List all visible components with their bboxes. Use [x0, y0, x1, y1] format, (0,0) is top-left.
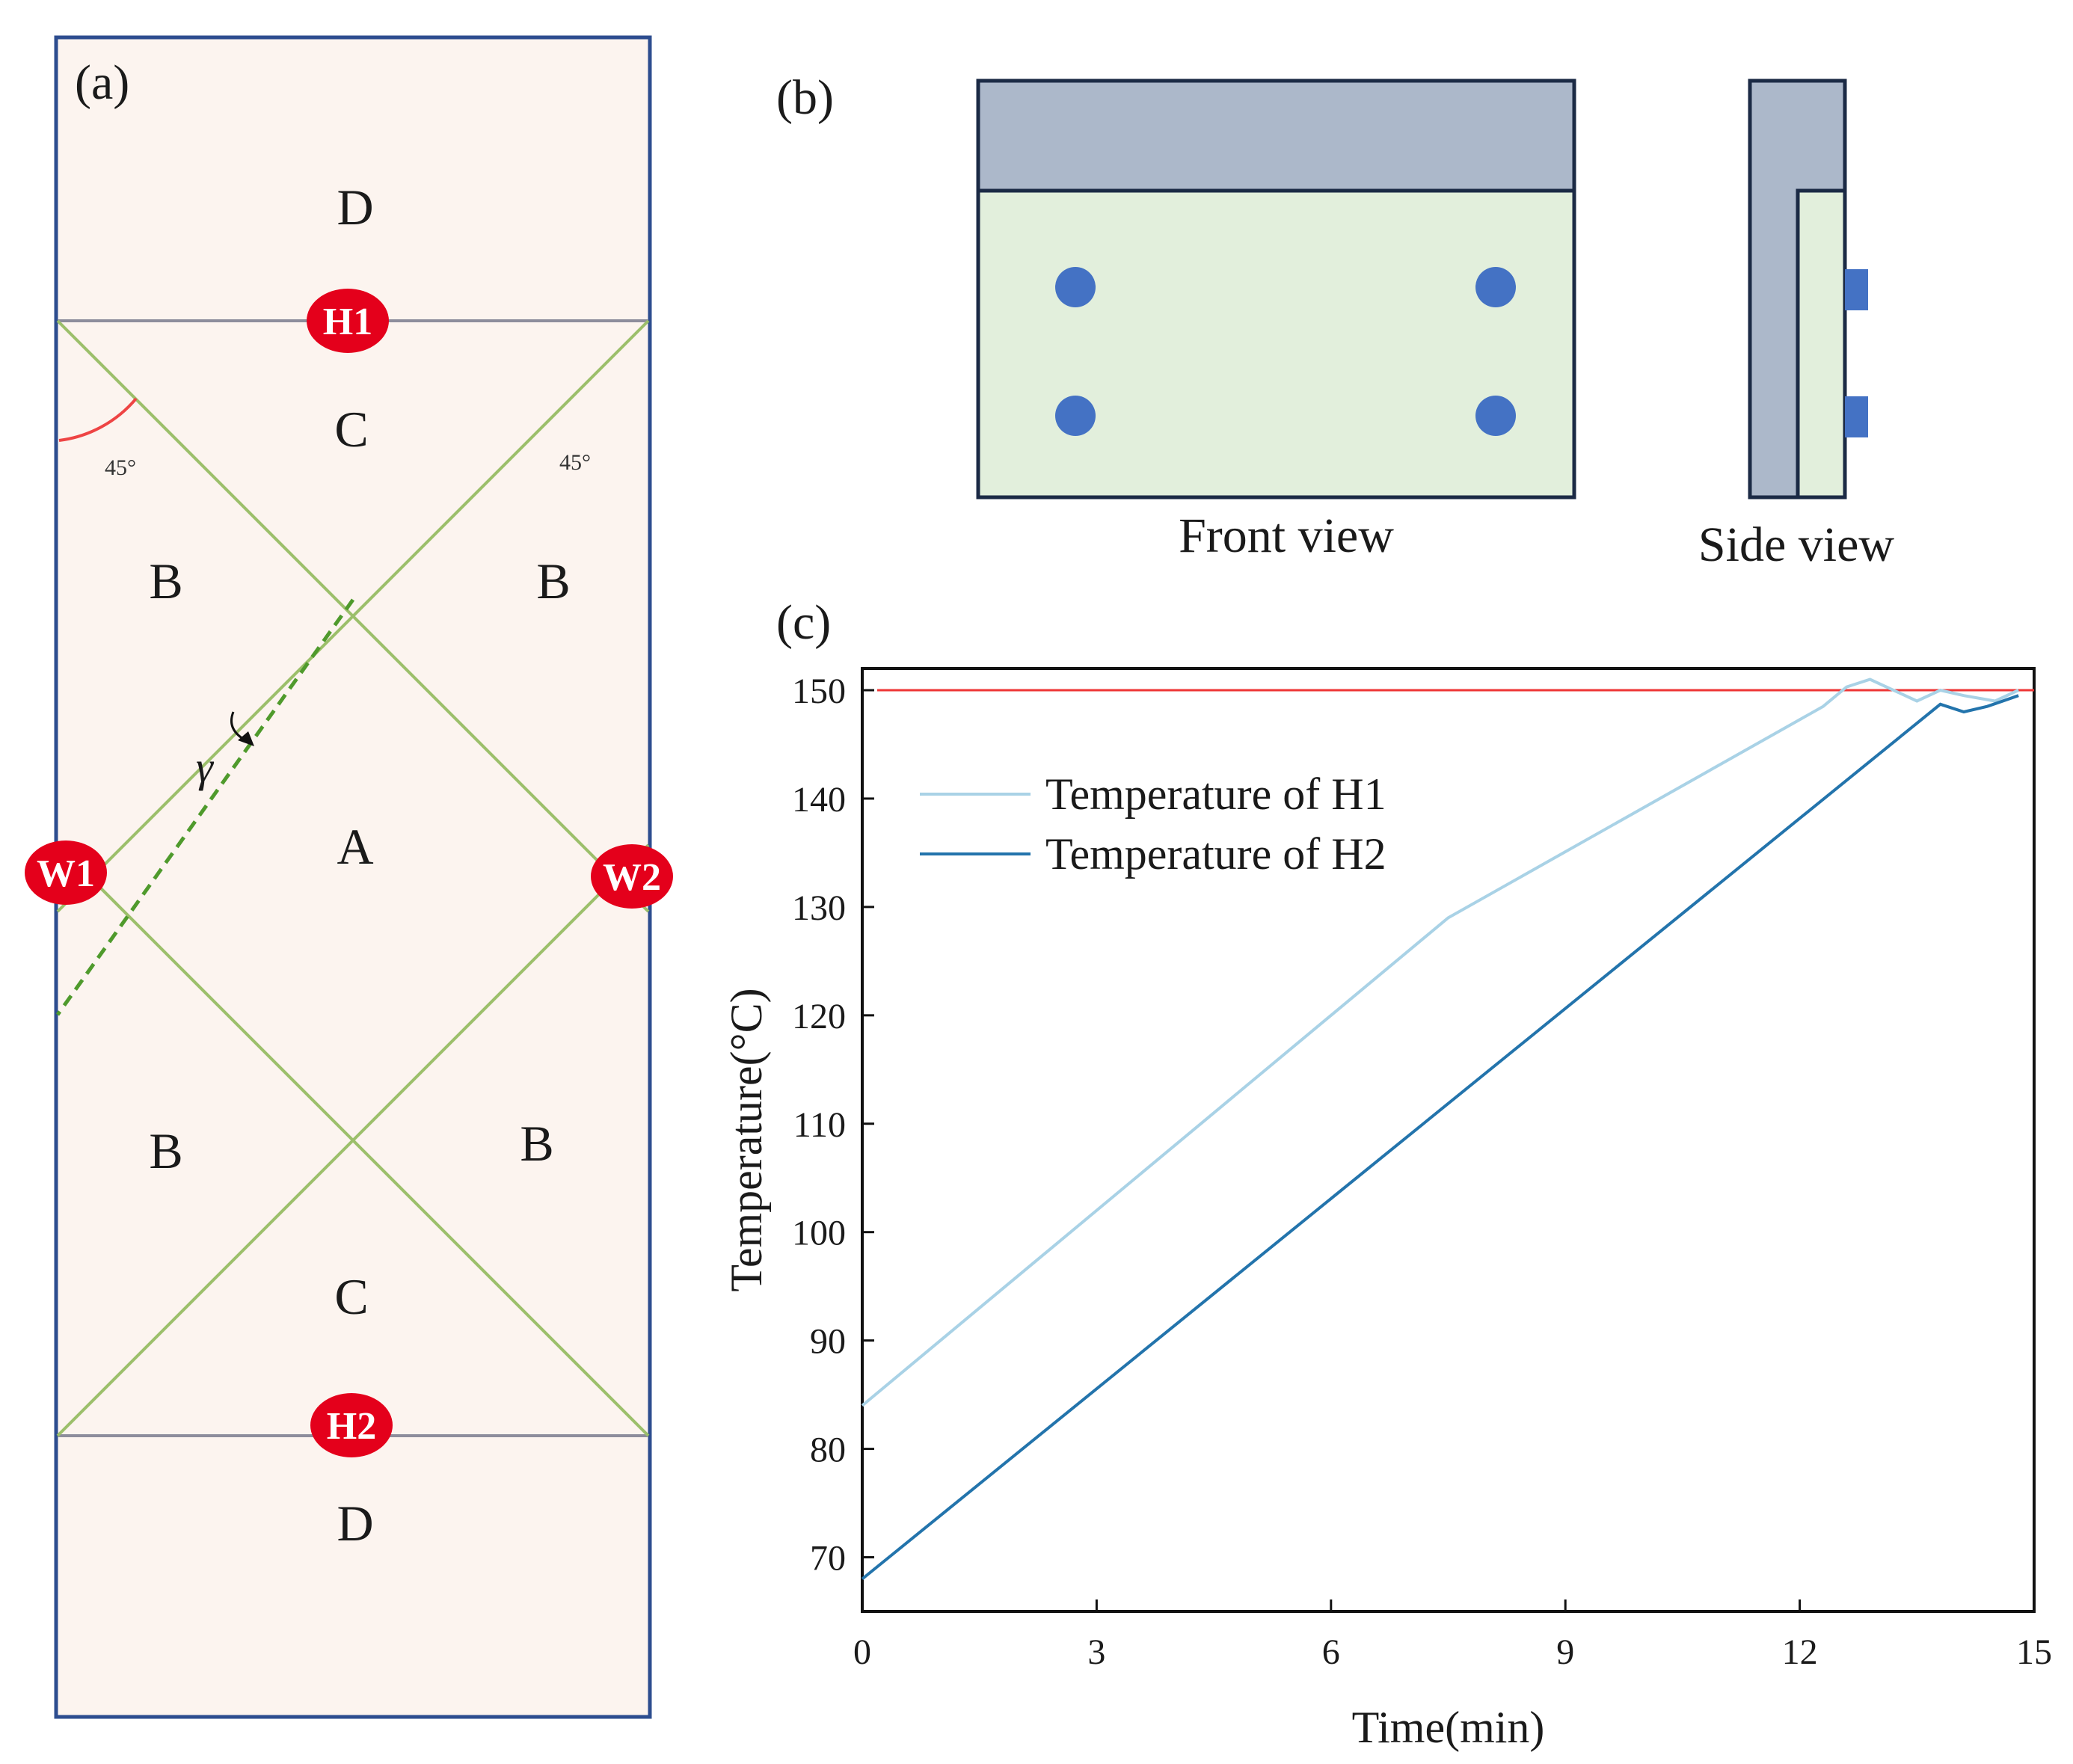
angle-label-left: 45°: [105, 455, 136, 480]
x-tick-label: 0: [853, 1632, 871, 1672]
x-tick-label: 6: [1322, 1632, 1340, 1672]
side-view-label: Side view: [1698, 517, 1894, 572]
side-sensor: [1845, 269, 1868, 310]
panel-c: (c) 0 3 6 9 12 15 70 80 90 100 110 120 130 140 150Time…: [722, 595, 2052, 1752]
marker-w1-label: W1: [37, 852, 95, 895]
region-d-bottom: D: [337, 1495, 373, 1552]
region-b-left-top: B: [149, 553, 182, 609]
marker-w2: W2: [591, 844, 673, 909]
marker-w2-label: W2: [603, 856, 661, 899]
region-b-left-bottom: B: [149, 1122, 182, 1179]
panel-a: (a) γ 45° 45° D C B B A B B C D: [25, 35, 673, 1719]
x-axis-title: Time(min): [1352, 1703, 1545, 1752]
x-tick-label: 12: [1782, 1632, 1818, 1672]
gamma-arrowhead-icon: [238, 731, 254, 746]
gamma-dashed-line: [55, 598, 355, 1016]
region-d-top: D: [337, 179, 373, 236]
sensor-dot: [1055, 396, 1096, 436]
diagonal-line: [56, 843, 650, 1437]
x-tick-label: 3: [1087, 1632, 1105, 1672]
diagonal-lines: [56, 319, 650, 1437]
sensor-dot: [1475, 267, 1516, 307]
y-tick-label: 130: [792, 888, 846, 928]
region-b-right-bottom: B: [520, 1115, 553, 1172]
front-view: Front view: [976, 79, 1576, 563]
panel-a-label: (a): [75, 55, 129, 110]
front-green-block: [976, 188, 1576, 500]
angle-label-right: 45°: [559, 450, 591, 475]
temperature-chart: 0 3 6 9 12 15 70 80 90 100 110 120 130 140 150Time(min…: [722, 667, 2052, 1752]
plot-frame: [861, 667, 2036, 1613]
y-tick-label: 70: [810, 1539, 846, 1579]
region-b-right-top: B: [536, 553, 570, 609]
legend-label-h2: Temperature of H2: [1045, 829, 1386, 879]
legend-label-h1: Temperature of H1: [1045, 769, 1386, 819]
y-tick-label: 110: [793, 1105, 846, 1145]
panel-b-label: (b): [776, 70, 834, 125]
region-c-top: C: [334, 401, 368, 458]
side-green-block: [1796, 188, 1847, 500]
front-gray-block: [976, 79, 1576, 193]
sensor-dot: [1475, 396, 1516, 436]
panel-b: (b) Front view Side view: [776, 70, 1894, 572]
series-line-h1: [861, 677, 2019, 1407]
front-view-label: Front view: [1179, 508, 1394, 563]
y-tick-label: 100: [792, 1214, 846, 1253]
y-tick-label: 80: [810, 1430, 846, 1470]
marker-h2-label: H2: [327, 1405, 376, 1448]
y-tick-label: 90: [810, 1322, 846, 1362]
marker-h1-label: H1: [323, 301, 372, 343]
panel-c-label: (c): [776, 595, 831, 650]
series-line-h2: [861, 694, 2019, 1581]
gamma-label: γ: [196, 743, 215, 791]
x-tick-label: 15: [2016, 1632, 2052, 1672]
y-axis-title: Temperature(°C): [722, 988, 771, 1291]
angle-arc: [58, 397, 138, 442]
marker-h2: H2: [310, 1393, 393, 1457]
y-tick-label: 140: [792, 780, 846, 820]
y-tick-label: 150: [792, 672, 846, 711]
marker-w1: W1: [25, 840, 107, 905]
x-tick-label: 9: [1556, 1632, 1574, 1672]
diagonal-line: [56, 319, 650, 913]
side-sensor: [1845, 396, 1868, 437]
marker-h1: H1: [307, 289, 389, 353]
region-a: A: [337, 818, 373, 875]
side-view: Side view: [1698, 79, 1894, 572]
sensor-dot: [1055, 267, 1096, 307]
region-c-bottom: C: [334, 1268, 368, 1325]
y-tick-label: 120: [792, 997, 846, 1036]
